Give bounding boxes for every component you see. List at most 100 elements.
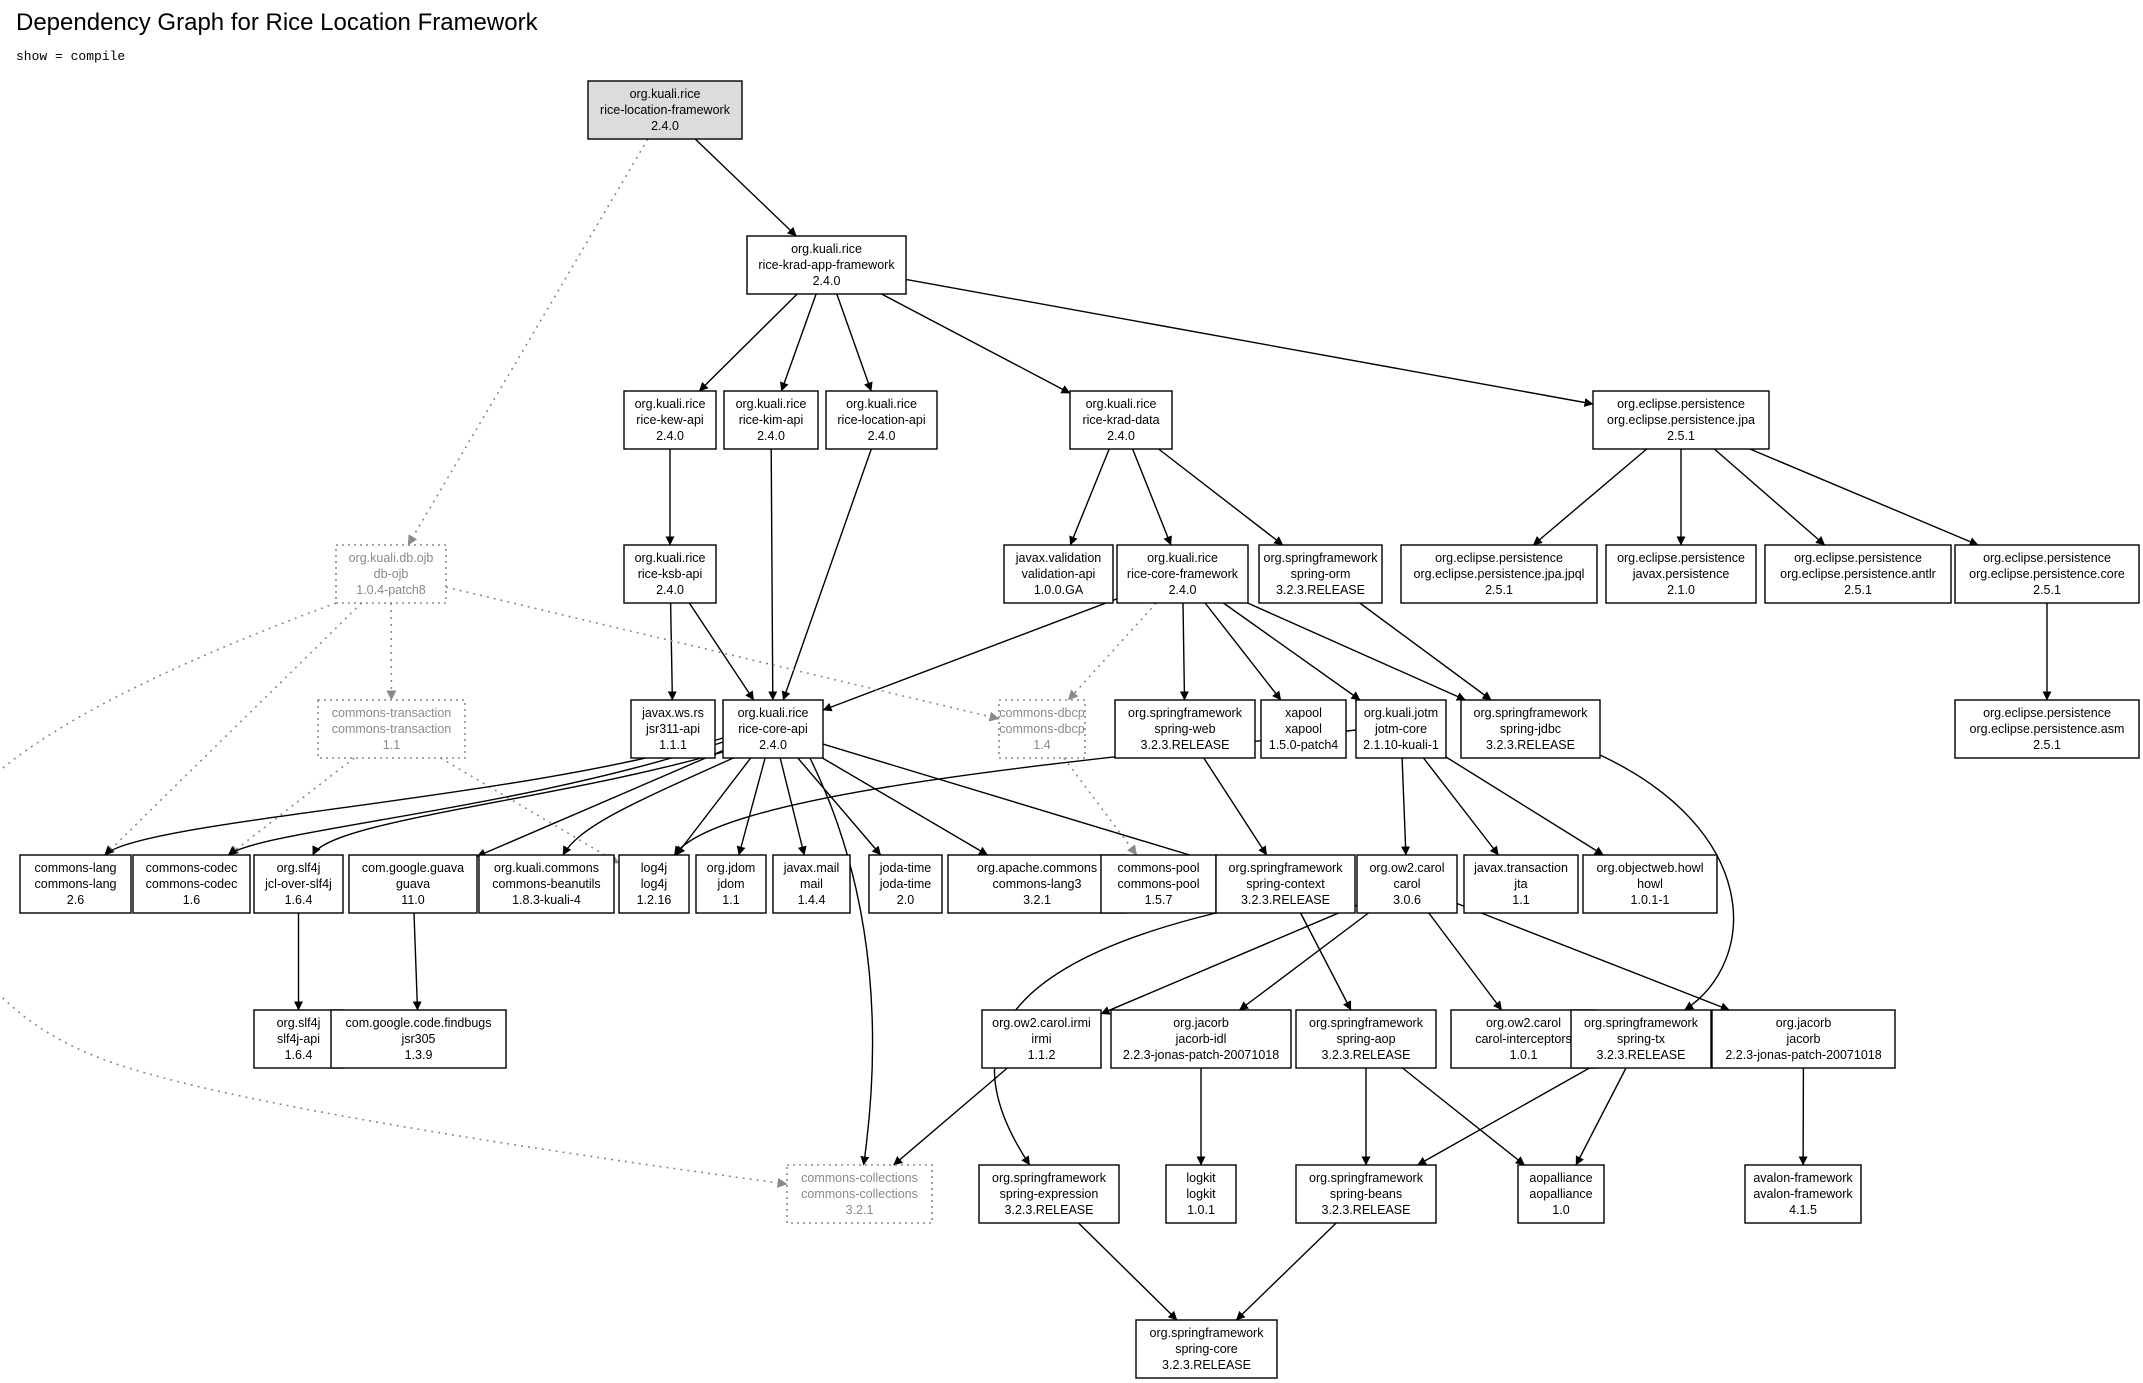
node-javax.persistence[interactable]: org.eclipse.persistencejavax.persistence… — [1605, 544, 1757, 604]
node-spring-core[interactable]: org.springframeworkspring-core3.2.3.RELE… — [1135, 1319, 1278, 1379]
node-artifact: spring-jdbc — [1500, 722, 1561, 736]
node-group: org.eclipse.persistence — [1617, 397, 1745, 411]
edge-carol-to-jacorb — [1456, 902, 1730, 1012]
node-artifact: rice-location-framework — [600, 103, 731, 117]
node-group: org.springframework — [1309, 1016, 1424, 1030]
node-commons-beanutils[interactable]: org.kuali.commonscommons-beanutils1.8.3-… — [478, 854, 615, 914]
edge-krad-data-to-core-fw — [1131, 448, 1172, 546]
node-box — [1460, 699, 1601, 759]
node-artifact: jta — [1513, 877, 1527, 891]
node-version: 2.2.3-jonas-patch-20071018 — [1725, 1048, 1881, 1062]
node-spring-orm[interactable]: org.springframeworkspring-orm3.2.3.RELEA… — [1258, 544, 1383, 604]
node-version: 3.2.3.RELEASE — [1162, 1358, 1251, 1372]
node-jacorb[interactable]: org.jacorbjacorb2.2.3-jonas-patch-200710… — [1711, 1009, 1896, 1069]
node-org.eclipse.persistence.core[interactable]: org.eclipse.persistenceorg.eclipse.persi… — [1954, 544, 2140, 604]
node-artifact: carol — [1393, 877, 1420, 891]
node-org.eclipse.persistence.antlr[interactable]: org.eclipse.persistenceorg.eclipse.persi… — [1764, 544, 1952, 604]
node-group: logkit — [1186, 1171, 1216, 1185]
node-artifact: spring-tx — [1617, 1032, 1666, 1046]
node-box — [1260, 699, 1347, 759]
node-group: org.eclipse.persistence — [1435, 551, 1563, 565]
node-group: aopalliance — [1529, 1171, 1592, 1185]
node-box — [335, 544, 447, 604]
node-spring-web[interactable]: org.springframeworkspring-web3.2.3.RELEA… — [1114, 699, 1256, 759]
node-version: 1.1.2 — [1028, 1048, 1056, 1062]
edge-core-api-to-codec — [227, 741, 724, 856]
node-version: 2.4.0 — [868, 429, 896, 443]
edge-core-api-to-log4j — [675, 757, 752, 856]
node-box — [1116, 544, 1249, 604]
edge-core-api-to-spring-ctx — [822, 743, 1217, 865]
node-spring-beans[interactable]: org.springframeworkspring-beans3.2.3.REL… — [1295, 1164, 1437, 1224]
edge-jotm-to-jta — [1422, 757, 1500, 856]
edge-ksb-api-to-jsr311 — [667, 602, 677, 701]
edge-core-fw-to-dbcp — [1067, 602, 1157, 701]
node-version: 2.4.0 — [1107, 429, 1135, 443]
node-spring-aop[interactable]: org.springframeworkspring-aop3.2.3.RELEA… — [1295, 1009, 1437, 1069]
node-version: 2.5.1 — [1844, 583, 1872, 597]
node-spring-jdbc[interactable]: org.springframeworkspring-jdbc3.2.3.RELE… — [1460, 699, 1601, 759]
node-rice-krad-app-framework[interactable]: org.kuali.ricerice-krad-app-framework2.4… — [746, 235, 907, 295]
edge-loc-fw-to-krad-app — [694, 138, 797, 237]
node-org.eclipse.persistence.jpa.jpql[interactable]: org.eclipse.persistenceorg.eclipse.persi… — [1400, 544, 1598, 604]
node-group: org.kuali.rice — [738, 706, 809, 720]
node-org.eclipse.persistence.jpa[interactable]: org.eclipse.persistenceorg.eclipse.persi… — [1592, 390, 1770, 450]
node-box — [478, 854, 615, 914]
node-spring-context[interactable]: org.springframeworkspring-context3.2.3.R… — [1215, 854, 1356, 914]
node-box — [253, 1009, 344, 1069]
node-box — [1165, 1164, 1237, 1224]
node-group: org.kuali.rice — [630, 87, 701, 101]
node-artifact: jsr305 — [400, 1032, 435, 1046]
node-version: 1.4.4 — [798, 893, 826, 907]
node-group: javax.validation — [1015, 551, 1102, 565]
node-version: 2.5.1 — [1667, 429, 1695, 443]
node-artifact: commons-transaction — [332, 722, 452, 736]
edges-layer — [0, 138, 2052, 1321]
edge-krad-app-to-kim-api — [780, 293, 817, 392]
node-spring-expression[interactable]: org.springframeworkspring-expression3.2.… — [978, 1164, 1120, 1224]
node-jacorb-idl[interactable]: org.jacorbjacorb-idl2.2.3-jonas-patch-20… — [1110, 1009, 1292, 1069]
node-spring-tx[interactable]: org.springframeworkspring-tx3.2.3.RELEAS… — [1570, 1009, 1712, 1069]
node-commons-transaction[interactable]: commons-transactioncommons-transaction1.… — [317, 699, 466, 759]
node-group: commons-lang — [35, 861, 117, 875]
node-org.eclipse.persistence.asm[interactable]: org.eclipse.persistenceorg.eclipse.persi… — [1954, 699, 2140, 759]
node-rice-location-framework[interactable]: org.kuali.ricerice-location-framework2.4… — [587, 80, 743, 140]
node-commons-collections[interactable]: commons-collectionscommons-collections3.… — [786, 1164, 933, 1224]
node-group: org.springframework — [1150, 1326, 1265, 1340]
node-group: org.kuali.rice — [1086, 397, 1157, 411]
node-version: 2.0 — [897, 893, 914, 907]
node-box — [772, 854, 851, 914]
